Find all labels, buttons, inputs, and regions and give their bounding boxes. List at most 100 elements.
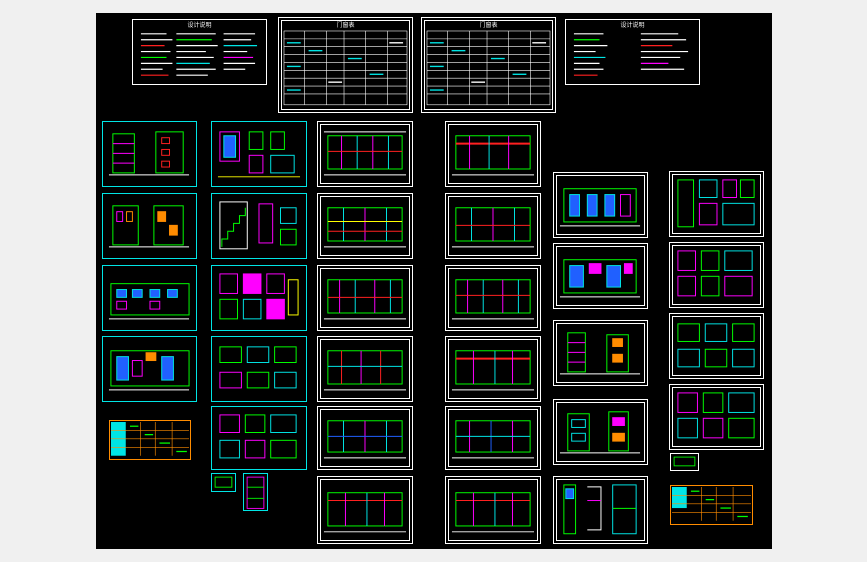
floor-plan-sheet-3[interactable] [317, 265, 413, 331]
detail-drawing [217, 131, 301, 178]
detail-sheet-3[interactable] [211, 336, 307, 402]
floor-plan-sheet-10[interactable] [445, 336, 541, 402]
sheet-inner-frame [448, 339, 538, 399]
stair-drawing [219, 201, 297, 250]
design-notes-sheet-2[interactable]: 设计说明 [565, 19, 700, 85]
detail-sheet-1[interactable] [211, 121, 307, 187]
detail-sheet-6[interactable] [669, 242, 764, 308]
section-sheet-2[interactable] [553, 399, 648, 465]
detail-sheet-2[interactable] [211, 265, 307, 331]
mini-detail-sheet-1[interactable] [211, 473, 236, 492]
wall-section-sheet[interactable] [553, 476, 648, 544]
floor-plan-sheet-12[interactable] [445, 476, 541, 544]
elevation-drawing [559, 188, 641, 227]
section-drawing [559, 411, 641, 454]
floor-plan-sheet-1[interactable] [317, 121, 413, 187]
floor-plan-sheet-8[interactable] [445, 193, 541, 259]
mini-detail-sheet-3[interactable] [670, 453, 699, 471]
door-window-schedule-sheet-2[interactable]: 门窗表 [421, 17, 556, 113]
elevation-drawing [559, 259, 641, 298]
door-window-schedule-sheet-1[interactable]: 门窗表 [278, 17, 413, 113]
floor-plan-sheet-9[interactable] [445, 265, 541, 331]
schedule-table [283, 30, 408, 106]
sheet-inner-frame [424, 20, 553, 110]
notes-text-block [573, 33, 689, 76]
floor-plan-drawing [451, 420, 535, 459]
notes-text-block [140, 33, 258, 76]
elevation-sheet-4[interactable] [102, 336, 197, 402]
sheet-inner-frame [672, 316, 761, 376]
detail-drawing [677, 323, 755, 368]
detail-drawing [219, 346, 297, 389]
notes-sheet-title: 设计说明 [620, 22, 645, 29]
sheet-inner-frame [320, 479, 410, 541]
sheet-inner-frame [320, 124, 410, 184]
floor-plan-drawing [451, 350, 535, 391]
detail-sheet-7[interactable] [669, 313, 764, 379]
floor-plan-drawing [323, 131, 407, 176]
floor-plan-sheet-2[interactable] [317, 193, 413, 259]
sheet-inner-frame [448, 479, 538, 541]
wall-section-drawing [563, 484, 637, 535]
sheet-inner-frame [281, 20, 410, 110]
sheet-inner-frame [556, 175, 645, 235]
floor-plan-drawing [323, 420, 407, 459]
floor-plan-drawing [323, 492, 407, 533]
stair-detail-sheet[interactable] [211, 193, 307, 259]
section-sheet-1[interactable] [553, 320, 648, 386]
sheet-inner-frame [672, 245, 761, 305]
sheet-inner-frame [320, 339, 410, 399]
elevation-sheet-5[interactable] [553, 172, 648, 238]
floor-plan-drawing [451, 135, 535, 176]
floor-plan-sheet-6[interactable] [317, 476, 413, 544]
elevation-sheet-6[interactable] [553, 243, 648, 309]
floor-plan-drawing [451, 279, 535, 320]
sheet-inner-frame [556, 246, 645, 306]
elevation-sheet-3[interactable] [102, 265, 197, 331]
floor-plan-drawing [323, 207, 407, 248]
floor-plan-sheet-11[interactable] [445, 406, 541, 470]
mini-detail-drawing [246, 476, 265, 509]
sheet-inner-frame [448, 268, 538, 328]
sheet-inner-frame [672, 387, 761, 447]
detail-drawing [677, 392, 755, 439]
elevation-drawing [108, 350, 190, 391]
sheet-inner-frame [448, 196, 538, 256]
floor-plan-sheet-7[interactable] [445, 121, 541, 187]
floor-plan-sheet-4[interactable] [317, 336, 413, 402]
elevation-sheet-2[interactable] [102, 193, 197, 259]
cad-drawing-canvas[interactable]: 设计说明 门窗表 [96, 13, 772, 549]
schedule-sheet-title: 门窗表 [336, 22, 355, 29]
sheet-inner-frame [320, 268, 410, 328]
mini-detail-drawing [214, 476, 233, 488]
sheet-inner-frame [320, 409, 410, 467]
area-table-sheet-1[interactable] [109, 420, 191, 460]
detail-sheet-8[interactable] [669, 384, 764, 450]
area-table [111, 422, 189, 456]
schedule-sheet-title: 门窗表 [479, 22, 498, 29]
sheet-inner-frame [448, 124, 538, 184]
floor-plan-sheet-5[interactable] [317, 406, 413, 470]
area-table [672, 487, 751, 521]
design-notes-sheet-1[interactable]: 设计说明 [132, 19, 267, 85]
sheet-inner-frame [556, 479, 645, 541]
elevation-drawing [108, 205, 190, 248]
floor-plan-drawing [451, 207, 535, 248]
area-table-sheet-2[interactable] [670, 485, 753, 525]
section-drawing [559, 332, 641, 375]
floor-plan-drawing [323, 279, 407, 320]
elevation-sheet-1[interactable] [102, 121, 197, 187]
elevation-drawing [108, 283, 190, 320]
mini-detail-sheet-2[interactable] [243, 473, 268, 511]
floor-plan-drawing [451, 492, 535, 533]
sheet-inner-frame [556, 402, 645, 462]
elevation-drawing [108, 131, 190, 176]
detail-sheet-5[interactable] [669, 171, 764, 237]
detail-drawing [219, 414, 297, 459]
floor-plan-drawing [323, 350, 407, 391]
sheet-inner-frame [672, 174, 761, 234]
detail-sheet-4[interactable] [211, 406, 307, 470]
detail-drawing [677, 179, 755, 228]
schedule-table [426, 30, 551, 106]
sheet-inner-frame [448, 409, 538, 467]
